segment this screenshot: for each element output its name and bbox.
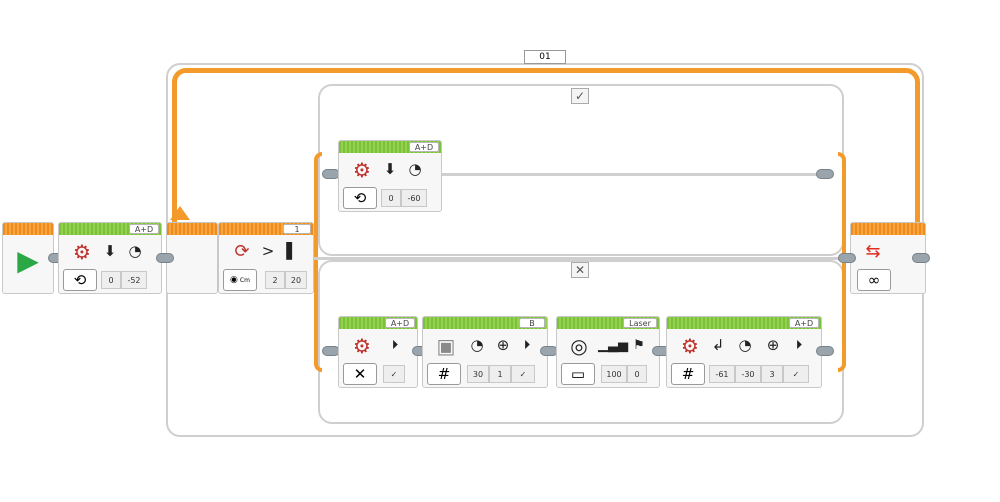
switch-port[interactable]: 1 bbox=[283, 224, 311, 234]
move-4-steering[interactable]: -61 bbox=[709, 365, 735, 383]
loop-end-header bbox=[851, 223, 925, 235]
switch-threshold-value[interactable]: 20 bbox=[285, 271, 307, 289]
move-1-port[interactable]: A+D bbox=[129, 224, 159, 234]
rotate-icon: ⟲ bbox=[353, 189, 367, 207]
motor-pair-icon: ⚙ bbox=[353, 158, 371, 182]
move-tank-block-2[interactable]: A+D ⚙ ⬇ ◔ ⟲ 0 -60 bbox=[338, 140, 442, 212]
medium-motor-rotations[interactable]: 1 bbox=[489, 365, 511, 383]
loop-begin-block[interactable] bbox=[166, 222, 218, 294]
loop-name-tag[interactable]: 01 bbox=[524, 50, 566, 64]
move-4-power[interactable]: -30 bbox=[735, 365, 761, 383]
start-block[interactable]: ▶ bbox=[2, 222, 54, 294]
sound-play-type[interactable]: 0 bbox=[627, 365, 647, 383]
sound-volume[interactable]: 100 bbox=[601, 365, 627, 383]
speaker-icon: ◎ bbox=[570, 334, 588, 358]
rotations-icon: ⊕ bbox=[496, 336, 510, 354]
sequence-wire-main bbox=[296, 257, 852, 260]
move-2-mode-selector[interactable]: ⟲ bbox=[343, 187, 377, 209]
move-4-mode-selector[interactable]: # bbox=[671, 363, 705, 385]
rotations-mode-icon: # bbox=[437, 365, 451, 383]
motor-pair-icon: ⚙ bbox=[353, 334, 371, 358]
move-3-port[interactable]: A+D bbox=[385, 318, 415, 328]
loop-begin-pointer bbox=[170, 206, 190, 220]
move-2-power[interactable]: -60 bbox=[401, 189, 427, 207]
ultrasonic-sensor-icon: ⟳ bbox=[234, 240, 250, 262]
brake-end-icon: ⏵ bbox=[795, 337, 803, 353]
medium-motor-port[interactable]: B bbox=[519, 318, 545, 328]
switch-case-false-tab[interactable]: ✕ bbox=[571, 262, 589, 278]
power-gauge-icon: ◔ bbox=[738, 336, 752, 354]
switch-mode-selector[interactable]: ◉ Cm bbox=[223, 269, 257, 291]
rotations-mode-icon: # bbox=[681, 365, 695, 383]
power-gauge-icon: ◔ bbox=[408, 160, 422, 178]
move-4-port[interactable]: A+D bbox=[789, 318, 819, 328]
steering-arrow-icon: ↲ bbox=[711, 336, 725, 354]
off-icon: ✕ bbox=[353, 365, 367, 383]
loop-mode-selector[interactable]: ∞ bbox=[857, 269, 891, 291]
sound-mode-selector[interactable]: ▭ bbox=[561, 363, 595, 385]
medium-motor-mode-selector[interactable]: # bbox=[427, 363, 461, 385]
move-1-steering[interactable]: 0 bbox=[101, 271, 121, 289]
move-1-connector bbox=[156, 253, 174, 263]
volume-bars-icon: ▁▃▅ bbox=[598, 337, 628, 353]
unit-label: Cm bbox=[239, 276, 250, 284]
steering-arrow-icon: ⬇ bbox=[383, 160, 397, 178]
move-tank-block-3[interactable]: A+D ⚙ ⏵ ✕ ✓ bbox=[338, 316, 418, 388]
distance-icon: ◉ bbox=[230, 275, 238, 285]
medium-motor-icon: ▣ bbox=[436, 334, 456, 358]
medium-motor-header bbox=[423, 317, 547, 329]
move-4-rotations[interactable]: 3 bbox=[761, 365, 783, 383]
switch-left-bracket bbox=[314, 152, 322, 372]
move-4-header bbox=[667, 317, 821, 329]
medium-motor-brake[interactable]: ✓ bbox=[511, 365, 535, 383]
move-tank-block-1[interactable]: A+D ⚙ ⬇ ◔ ⟲ 0 -52 bbox=[58, 222, 162, 294]
move-1-mode-selector[interactable]: ⟲ bbox=[63, 269, 97, 291]
motor-pair-icon: ⚙ bbox=[73, 240, 91, 264]
brake-end-icon: ⏵ bbox=[391, 337, 399, 353]
switch-out-connector bbox=[838, 253, 856, 263]
move-2-port[interactable]: A+D bbox=[409, 142, 439, 152]
brake-end-icon: ⏵ bbox=[523, 337, 531, 353]
steering-arrow-icon: ⬇ bbox=[103, 242, 117, 260]
checkered-flag-icon: ⚑ bbox=[633, 337, 645, 353]
infinity-icon: ∞ bbox=[867, 271, 881, 289]
start-header bbox=[3, 223, 53, 235]
rotations-icon: ⊕ bbox=[766, 336, 780, 354]
cross-icon: ✕ bbox=[574, 263, 586, 277]
folder-icon: ▭ bbox=[570, 365, 586, 383]
sequence-wire-true bbox=[440, 173, 820, 176]
move-4-brake[interactable]: ✓ bbox=[783, 365, 809, 383]
loop-end-connector bbox=[912, 253, 930, 263]
case-false-out-connector bbox=[816, 346, 834, 356]
move-tank-block-4[interactable]: A+D ⚙ ↲ ◔ ⊕ ⏵ # -61 -30 3 ✓ bbox=[666, 316, 822, 388]
medium-motor-block[interactable]: B ▣ ◔ ⊕ ⏵ # 30 1 ✓ bbox=[422, 316, 548, 388]
move-3-mode-selector[interactable]: ✕ bbox=[343, 363, 377, 385]
sound-file[interactable]: Laser bbox=[623, 318, 657, 328]
case-true-out-connector bbox=[816, 169, 834, 179]
power-gauge-icon: ◔ bbox=[128, 242, 142, 260]
checkmark-icon: ✓ bbox=[574, 89, 586, 103]
move-3-brake[interactable]: ✓ bbox=[383, 365, 405, 383]
sound-block[interactable]: Laser ◎ ▁▃▅ ⚑ ▭ 100 0 bbox=[556, 316, 660, 388]
loop-top-bar[interactable] bbox=[172, 68, 920, 238]
play-icon[interactable]: ▶ bbox=[17, 243, 39, 277]
loop-begin-header bbox=[167, 223, 217, 235]
threshold-icon: ▌ bbox=[286, 242, 298, 260]
medium-motor-power[interactable]: 30 bbox=[467, 365, 489, 383]
compare-icon: > bbox=[261, 242, 275, 260]
switch-case-true-tab[interactable]: ✓ bbox=[571, 88, 589, 104]
switch-threshold-compare[interactable]: 2 bbox=[265, 271, 285, 289]
rotate-icon: ⟲ bbox=[73, 271, 87, 289]
power-gauge-icon: ◔ bbox=[470, 336, 484, 354]
motor-pair-icon: ⚙ bbox=[681, 334, 699, 358]
move-1-power[interactable]: -52 bbox=[121, 271, 147, 289]
switch-sensor-block[interactable]: 1 ⟳ > ▌ ◉ Cm 2 20 bbox=[218, 222, 314, 294]
move-2-steering[interactable]: 0 bbox=[381, 189, 401, 207]
loop-refresh-icon: ⇆ bbox=[865, 240, 881, 262]
